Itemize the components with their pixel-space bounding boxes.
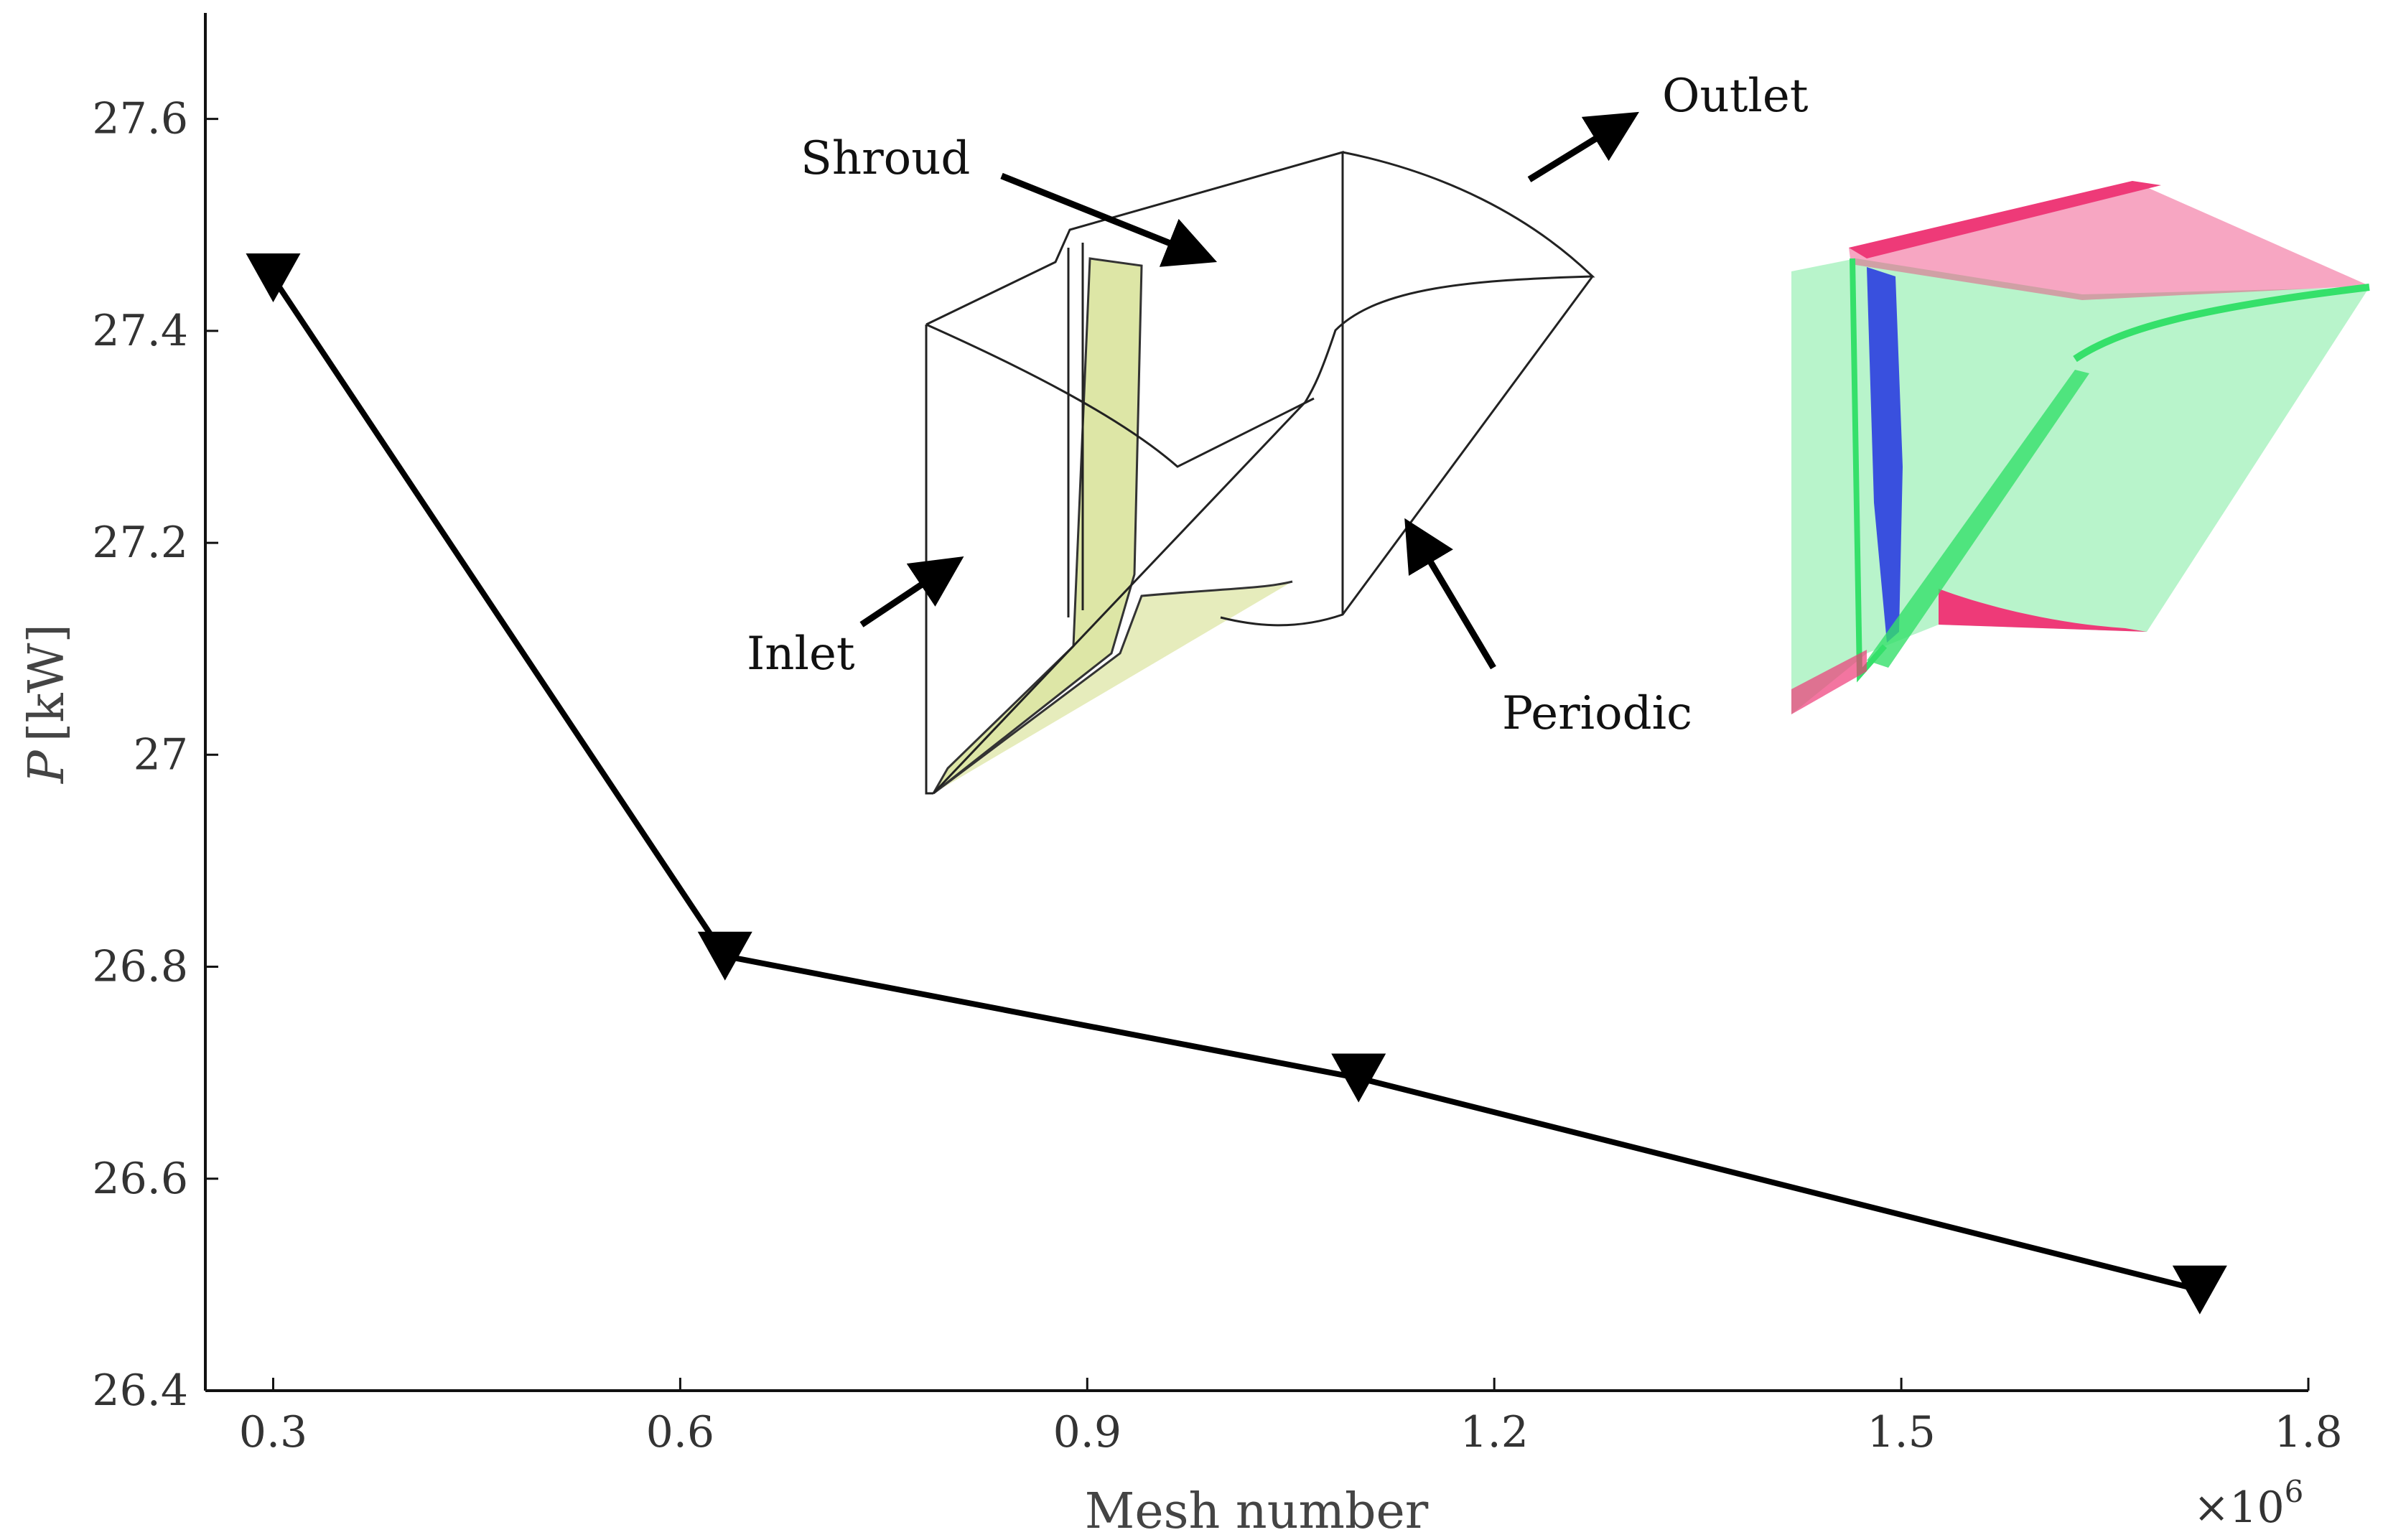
x-tick-label: 0.6 (646, 1407, 714, 1457)
blade-surface (932, 257, 1143, 795)
x-axis-title: Mesh number (1085, 1483, 1429, 1540)
geometry-inset (925, 151, 1595, 795)
data-point-marker (697, 931, 752, 981)
x-tick-label: 1.8 (2274, 1407, 2342, 1457)
x-tick-label: 0.9 (1053, 1407, 1121, 1457)
outlet-arrow (1527, 111, 1639, 182)
data-point-marker (1331, 1053, 1386, 1103)
y-tick-label: 26.4 (92, 1366, 188, 1416)
y-axis-unit: [kW] (19, 624, 75, 742)
inset-label-outlet: Outlet (1662, 70, 1809, 123)
data-point-marker (2172, 1265, 2227, 1315)
inset-label-shroud: Shroud (801, 132, 970, 185)
y-tick-label: 26.8 (92, 942, 188, 992)
x-multiplier-label: ×106 (2193, 1474, 2303, 1533)
mesh-green-region (1791, 258, 2369, 714)
inset-label-periodic: Periodic (1502, 687, 1692, 740)
y-tick-label: 27.2 (92, 518, 188, 568)
y-tick-label: 27.6 (92, 94, 188, 144)
series-line (271, 276, 2201, 1293)
inlet-arrow (859, 556, 964, 627)
y-tick-label: 27.4 (92, 306, 188, 356)
mesh-blue-blade (1867, 267, 1903, 643)
y-axis-symbol: P (19, 750, 75, 785)
shroud-arrow (1000, 172, 1218, 267)
mesh-pink-shroud (1849, 181, 2369, 300)
data-point-marker (246, 253, 301, 303)
x-tick-label: 1.5 (1867, 1407, 1935, 1457)
mesh-inset (1791, 181, 2370, 714)
y-axis-title: P [kW] (19, 624, 75, 785)
inset-arrows (859, 111, 1639, 670)
inset-label-inlet: Inlet (747, 627, 855, 681)
x-tick-label: 1.2 (1460, 1407, 1528, 1457)
x-multiplier-exponent: 6 (2285, 1474, 2304, 1509)
x-tick-label: 0.3 (239, 1407, 307, 1457)
series-layer (246, 253, 2227, 1315)
y-tick-label: 26.6 (92, 1154, 188, 1204)
y-tick-label: 27 (134, 729, 188, 780)
axis-ticks: 0.3 0.6 0.9 1.2 1.5 1.8 26.4 26.6 26.8 27 27.2 27.4… (92, 94, 2342, 1457)
periodic-arrow (1404, 518, 1496, 670)
